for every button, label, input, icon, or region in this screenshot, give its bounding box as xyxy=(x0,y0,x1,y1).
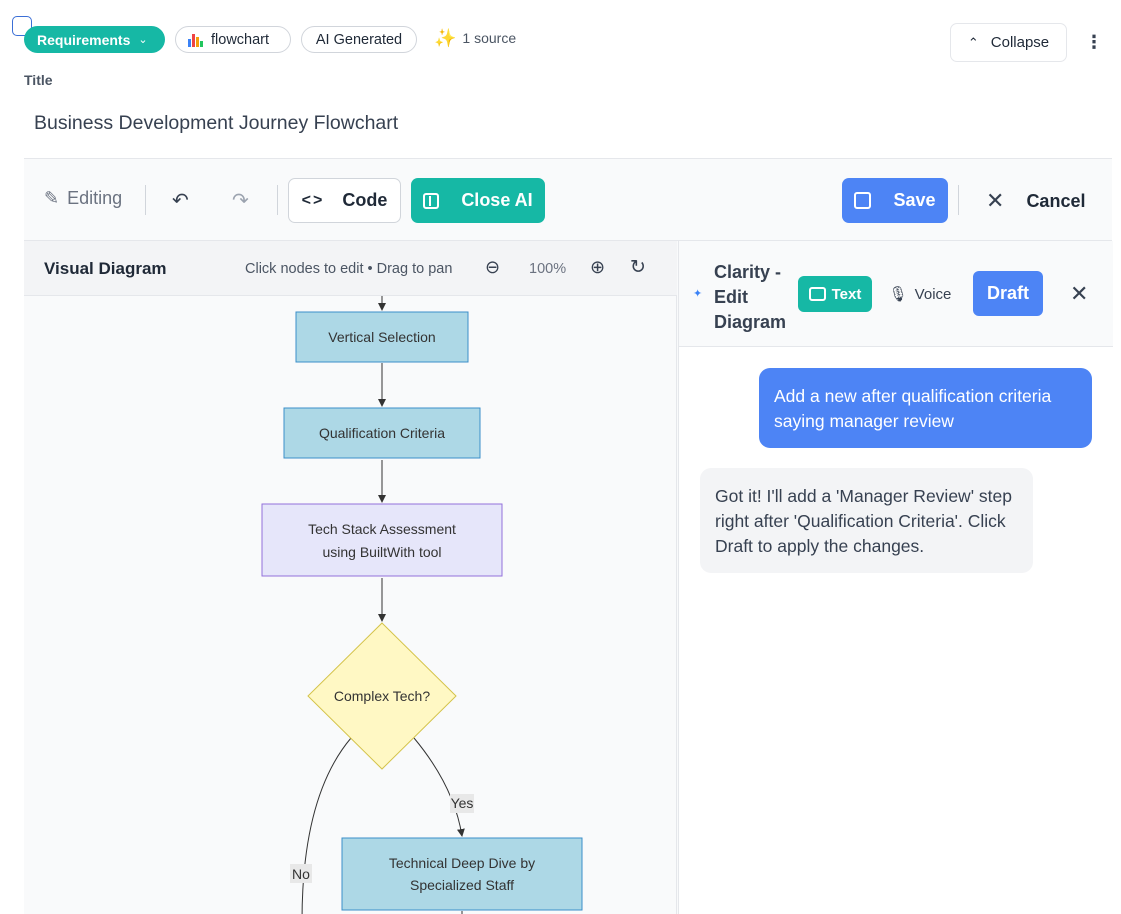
node-label: Specialized Staff xyxy=(410,877,514,893)
voice-mode-label: Voice xyxy=(914,285,952,303)
voice-mode-button[interactable]: 🎙 Voice xyxy=(885,276,955,312)
sparkles-icon: ✦ xyxy=(693,288,703,300)
save-icon xyxy=(854,192,872,209)
text-mode-button[interactable]: Text xyxy=(798,276,872,312)
divider xyxy=(277,185,278,215)
flowchart-tag[interactable]: flowchart xyxy=(175,26,291,53)
cancel-label: Cancel xyxy=(1026,190,1086,211)
node-shape xyxy=(261,503,503,577)
collapse-button[interactable]: ⌃ Collapse xyxy=(950,23,1067,62)
edge-label: No xyxy=(292,866,310,882)
assistant-message: Got it! I'll add a 'Manager Review' step… xyxy=(700,468,1033,573)
zoom-out-icon[interactable]: ⊖ xyxy=(485,257,501,277)
bar-chart-icon xyxy=(188,33,203,47)
ai-generated-tag: AI Generated xyxy=(301,26,417,53)
title-label: Title xyxy=(24,72,53,88)
reset-view-icon[interactable]: ↻ xyxy=(630,257,646,278)
flowchart-label: flowchart xyxy=(211,31,270,48)
close-ai-label: Close AI xyxy=(461,190,533,210)
diagram-editor: ✎ Editing ↶ ↷ <> Code Close AI Save ✕ Ca… xyxy=(24,158,1113,914)
node-shape xyxy=(283,407,481,459)
undo-icon[interactable]: ↶ xyxy=(172,190,189,212)
ai-generated-label: AI Generated xyxy=(315,31,403,48)
node-label: Vertical Selection xyxy=(328,329,435,345)
more-options-icon[interactable]: ⋮ xyxy=(1085,32,1103,52)
node-tech-stack-assessment[interactable]: Tech Stack Assessment using BuiltWith to… xyxy=(261,503,503,577)
node-label: Technical Deep Dive by xyxy=(389,855,535,871)
diagram-panel-title: Visual Diagram xyxy=(44,259,167,278)
edge-label-yes: Yes xyxy=(450,794,474,813)
edge-label-no: No xyxy=(290,864,312,883)
sparkles-icon: ✨ xyxy=(434,27,457,48)
message-icon xyxy=(808,287,826,301)
divider xyxy=(145,185,146,215)
editor-toolbar: ✎ Editing ↶ ↷ <> Code Close AI Save ✕ Ca… xyxy=(24,159,1112,241)
ai-panel-header: ✦ Clarity - Edit Diagram Text 🎙 Voice Dr… xyxy=(679,241,1113,347)
node-vertical-selection[interactable]: Vertical Selection xyxy=(295,311,469,363)
flow-edges xyxy=(301,296,465,914)
collapse-label: Collapse xyxy=(990,34,1050,51)
header-bar: Requirements ⌄ flowchart AI Generated ✨ … xyxy=(24,24,1111,54)
edge-yes xyxy=(413,737,465,837)
ai-panel-title: Clarity - Edit Diagram xyxy=(714,262,787,332)
cancel-button[interactable]: ✕ Cancel xyxy=(986,188,1085,214)
requirements-label: Requirements xyxy=(37,31,131,48)
node-shape xyxy=(307,622,457,770)
close-icon[interactable]: ✕ xyxy=(1070,281,1089,306)
diagram-hint: Click nodes to edit • Drag to pan xyxy=(245,261,453,277)
diagram-panel-header: Visual Diagram Click nodes to edit • Dra… xyxy=(24,241,677,296)
user-message: Add a new after qualification criteria s… xyxy=(759,368,1092,448)
source-label: 1 source xyxy=(462,30,517,46)
node-complex-tech-decision[interactable]: Complex Tech? xyxy=(307,622,457,770)
source-link[interactable]: ✨ 1 source xyxy=(434,26,516,50)
node-shape xyxy=(295,311,469,363)
edge-label-bg xyxy=(450,794,474,813)
code-button[interactable]: <> Code xyxy=(288,178,401,223)
redo-icon[interactable]: ↷ xyxy=(232,190,249,212)
save-button[interactable]: Save xyxy=(842,178,948,223)
close-ai-button[interactable]: Close AI xyxy=(411,178,545,223)
code-icon: <> xyxy=(301,191,325,209)
flowchart-svg: Vertical Selection Qualification Criteri… xyxy=(261,296,583,914)
edge-no xyxy=(301,737,352,914)
diagram-canvas[interactable]: Vertical Selection Qualification Criteri… xyxy=(24,296,677,914)
panel-icon xyxy=(423,192,440,209)
edge-label: Yes xyxy=(451,795,474,811)
node-label: using BuiltWith tool xyxy=(322,544,441,560)
node-label: Complex Tech? xyxy=(334,688,430,704)
divider xyxy=(958,185,959,215)
node-shape xyxy=(341,837,583,911)
text-mode-label: Text xyxy=(831,285,862,303)
requirements-dropdown[interactable]: Requirements ⌄ xyxy=(24,26,165,53)
node-technical-deep-dive[interactable]: Technical Deep Dive by Specialized Staff xyxy=(341,837,583,911)
code-label: Code xyxy=(342,190,388,210)
visual-diagram-panel: Visual Diagram Click nodes to edit • Dra… xyxy=(24,241,677,914)
draft-label: Draft xyxy=(986,283,1029,303)
zoom-in-icon[interactable]: ⊕ xyxy=(590,257,606,277)
microphone-icon: 🎙 xyxy=(888,286,908,303)
zoom-level: 100% xyxy=(529,261,567,277)
chevron-up-icon: ⌃ xyxy=(967,34,979,50)
node-qualification-criteria[interactable]: Qualification Criteria xyxy=(283,407,481,459)
save-label: Save xyxy=(893,190,936,210)
title-input[interactable]: Business Development Journey Flowchart xyxy=(34,112,399,134)
node-label: Tech Stack Assessment xyxy=(308,521,456,537)
edge-label-bg xyxy=(290,864,312,883)
draft-button[interactable]: Draft xyxy=(973,271,1043,316)
editing-indicator: ✎ Editing xyxy=(44,188,122,209)
chevron-down-icon: ⌄ xyxy=(138,34,148,46)
edit-icon: ✎ xyxy=(44,188,60,208)
node-label: Qualification Criteria xyxy=(319,425,445,441)
close-icon: ✕ xyxy=(986,188,1005,213)
editing-label: Editing xyxy=(67,188,123,208)
ai-edit-panel: ✦ Clarity - Edit Diagram Text 🎙 Voice Dr… xyxy=(678,241,1113,914)
